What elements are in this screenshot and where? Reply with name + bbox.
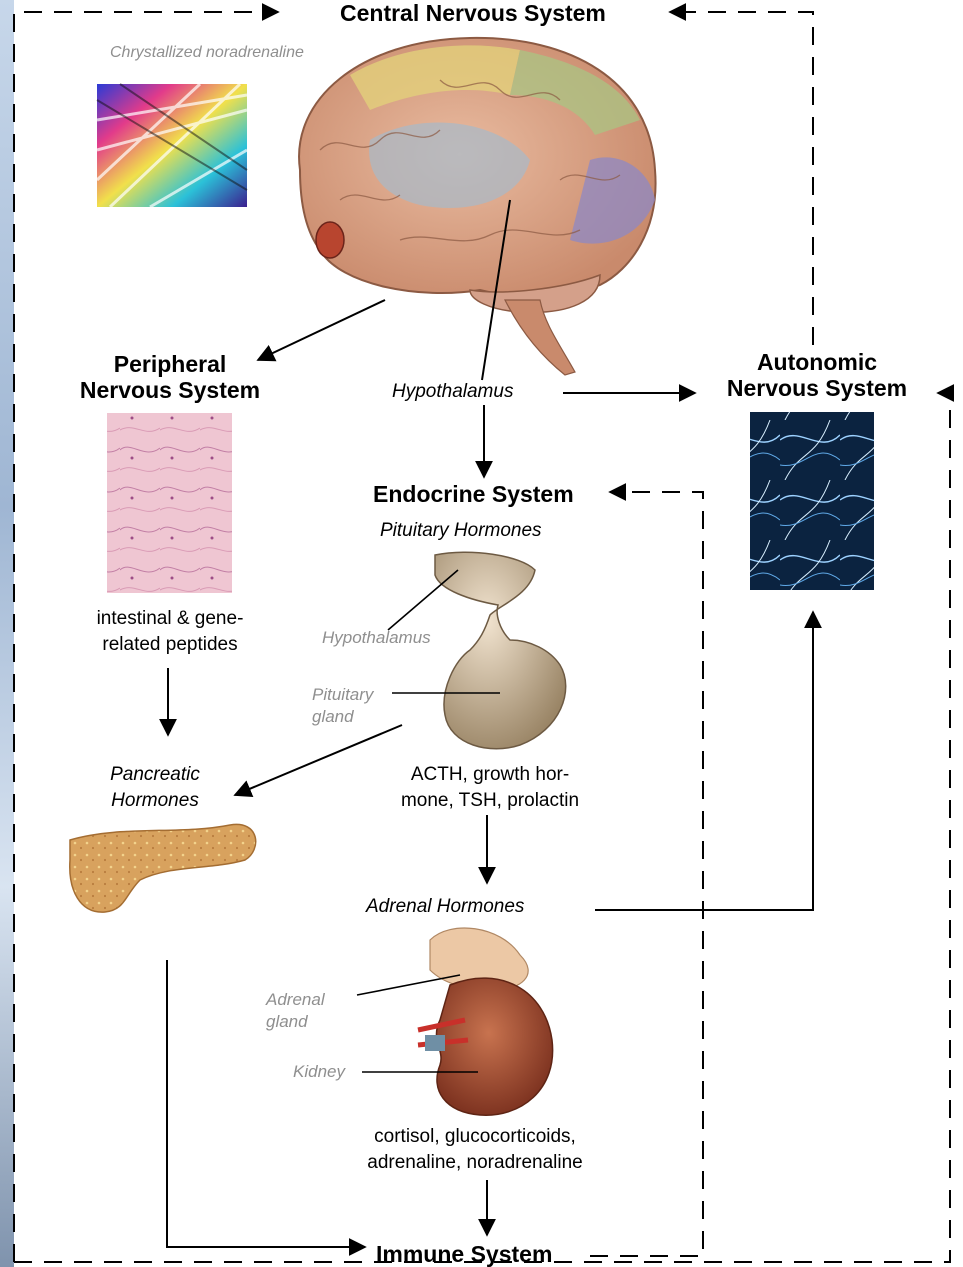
hypothalamus-label: Hypothalamus (392, 381, 513, 403)
pituitary-illustration (435, 552, 566, 748)
peptides-line1: intestinal & gene- (60, 606, 280, 632)
kidney-callout: Kidney (293, 1061, 345, 1083)
kidney-illustration (418, 928, 553, 1115)
adrenal-hormones-label: Adrenal Hormones (366, 896, 524, 918)
pituitary-gland-callout: Pituitary gland (312, 684, 373, 728)
pancreatic-hormones-label: Pancreatic Hormones (80, 762, 230, 814)
pituitary-gland-line2: gland (312, 706, 373, 728)
cortisol-line2: adrenaline, noradrenaline (320, 1150, 630, 1176)
peptides-line2: related peptides (60, 632, 280, 658)
crystal-image (97, 84, 247, 207)
ans-label: Autonomic Nervous System (712, 349, 922, 401)
acth-line2: mone, TSH, prolactin (360, 788, 620, 814)
crystal-caption: Chrystallized noradrenaline (110, 44, 304, 62)
pituitary-hypothalamus-callout: Hypothalamus (322, 627, 431, 649)
ans-label-line2: Nervous System (712, 375, 922, 401)
pancreatic-line1: Pancreatic (80, 762, 230, 788)
endocrine-label: Endocrine System (373, 481, 574, 507)
acth-label: ACTH, growth hor- mone, TSH, prolactin (360, 762, 620, 814)
dashed-ans-cns-loop (670, 12, 813, 345)
pns-label-line1: Peripheral (70, 351, 270, 377)
pancreas-illustration (70, 824, 256, 912)
peptides-label: intestinal & gene- related peptides (60, 606, 280, 658)
peripheral-tissue-image (107, 413, 232, 593)
pancreatic-line2: Hormones (80, 788, 230, 814)
pituitary-hormones-label: Pituitary Hormones (380, 520, 542, 542)
cns-label: Central Nervous System (340, 0, 606, 26)
autonomic-neuron-image (750, 412, 874, 590)
ans-label-line1: Autonomic (712, 349, 922, 375)
pns-label-line2: Nervous System (70, 377, 270, 403)
adrenal-gland-callout: Adrenal gland (266, 989, 325, 1033)
immune-label: Immune System (376, 1241, 552, 1267)
brain-illustration (299, 38, 655, 375)
acth-line1: ACTH, growth hor- (360, 762, 620, 788)
pns-label: Peripheral Nervous System (70, 351, 270, 403)
adrenal-gland-line1: Adrenal (266, 989, 325, 1011)
adrenal-gland-line2: gland (266, 1011, 325, 1033)
pituitary-gland-line1: Pituitary (312, 684, 373, 706)
cortisol-label: cortisol, glucocorticoids, adrenaline, n… (320, 1124, 630, 1176)
cortisol-line1: cortisol, glucocorticoids, (320, 1124, 630, 1150)
